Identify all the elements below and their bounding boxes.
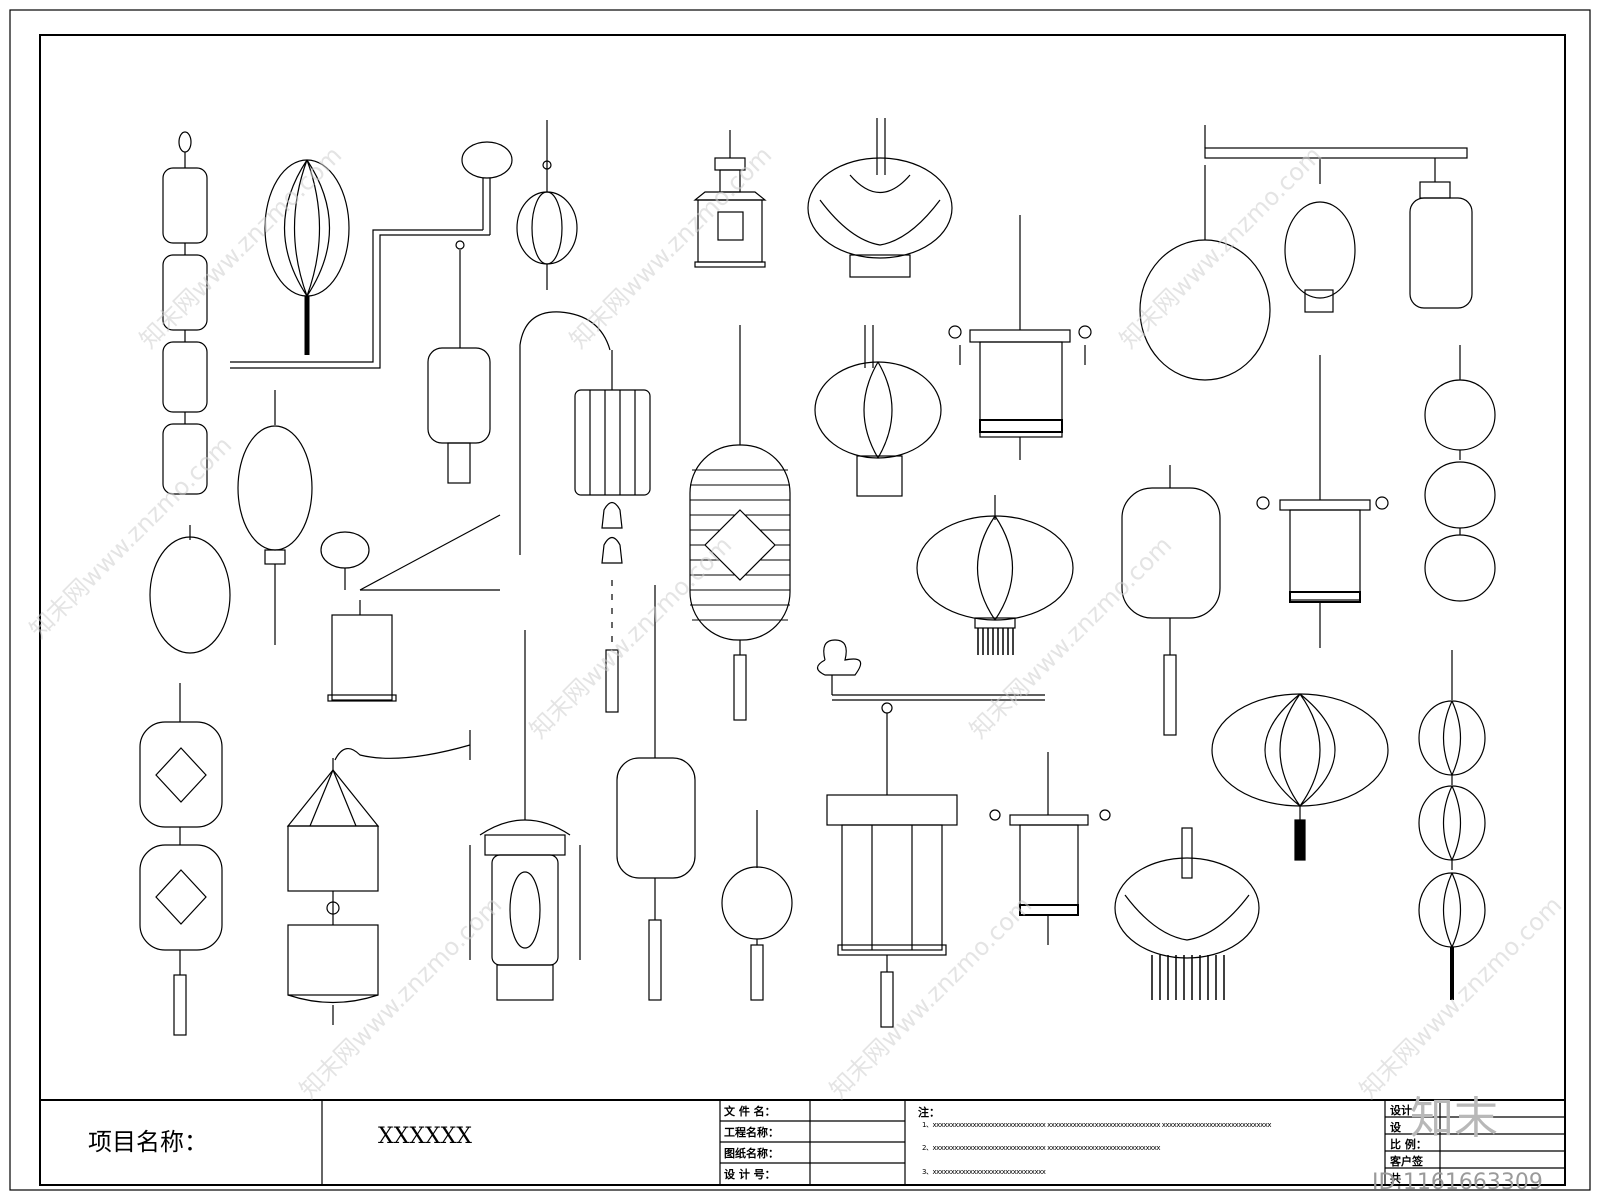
lantern-striped-diamond bbox=[689, 325, 791, 721]
lantern-conical-hook bbox=[286, 730, 471, 1025]
lantern-lotus-top bbox=[807, 118, 953, 278]
field-project-name: 工程名称： bbox=[724, 1126, 779, 1139]
lantern-oval-small bbox=[149, 525, 231, 654]
image-id-tag: ID:1161663309 bbox=[1372, 1170, 1543, 1195]
brand-watermark: 知末 bbox=[1410, 1093, 1498, 1144]
lantern-big-ribbed-round bbox=[1211, 693, 1389, 861]
lantern-string-4 bbox=[162, 131, 208, 495]
lantern-hanging-bar-trio bbox=[1139, 125, 1473, 381]
lantern-bracket-pendant bbox=[816, 639, 1045, 1028]
title-block-lines bbox=[40, 1099, 1565, 1185]
field-designer: 设计 bbox=[1390, 1104, 1412, 1117]
inner-frame bbox=[39, 34, 1566, 1186]
notes-label: 注： bbox=[918, 1106, 940, 1119]
lantern-fringe-tassel bbox=[916, 495, 1074, 655]
lantern-cylinder-pendant bbox=[616, 585, 696, 1001]
field-drawing-name: 图纸名称： bbox=[724, 1147, 779, 1160]
field-design-number: 设 计 号： bbox=[724, 1168, 776, 1181]
lantern-wall-bracket bbox=[230, 141, 513, 484]
lantern-dragon-cylinder-1 bbox=[948, 215, 1092, 460]
lantern-ornate-palace bbox=[469, 630, 581, 1001]
outer-frame bbox=[9, 9, 1591, 1191]
lantern-string-3-round bbox=[1424, 345, 1496, 602]
field-file-name: 文 件 名： bbox=[724, 1105, 776, 1118]
project-name-value: XXXXXX bbox=[378, 1124, 472, 1149]
lantern-small-round bbox=[721, 810, 793, 1001]
lantern-hook-cage-bells bbox=[519, 311, 651, 713]
lantern-ribbed-oval bbox=[264, 159, 350, 355]
lantern-lotus-fringe bbox=[1114, 827, 1260, 1000]
lantern-tall-cylinder bbox=[1121, 465, 1221, 736]
lantern-lattice-double bbox=[139, 683, 223, 1036]
note-line-3: 3、xxxxxxxxxxxxxxxxxxxxxxxxxxxxxxx bbox=[922, 1168, 1046, 1176]
field-scale: 比 例： bbox=[1390, 1138, 1427, 1151]
lantern-round-ribbed-base bbox=[814, 325, 942, 497]
lantern-bracket-square bbox=[320, 514, 501, 702]
note-line-1: 1、xxxxxxxxxxxxxxxxxxxxxxxxxxxxxxx xxxxxx… bbox=[922, 1121, 1272, 1129]
lantern-round-cage bbox=[516, 120, 578, 290]
field-total: 共 bbox=[1390, 1172, 1401, 1185]
lantern-tall-oval bbox=[237, 390, 313, 645]
note-line-2: 2、xxxxxxxxxxxxxxxxxxxxxxxxxxxxxxx xxxxxx… bbox=[922, 1144, 1161, 1152]
lantern-palace-plaque bbox=[693, 130, 767, 268]
field-client-sign: 客户签 bbox=[1390, 1155, 1423, 1168]
lantern-string-3-ribbed bbox=[1418, 650, 1486, 1000]
project-name-label: 项目名称： bbox=[88, 1128, 208, 1156]
lantern-dragon-cylinder-2 bbox=[1256, 355, 1389, 648]
field-design: 设 bbox=[1390, 1121, 1401, 1134]
lantern-dragon-cylinder-3 bbox=[989, 752, 1111, 945]
